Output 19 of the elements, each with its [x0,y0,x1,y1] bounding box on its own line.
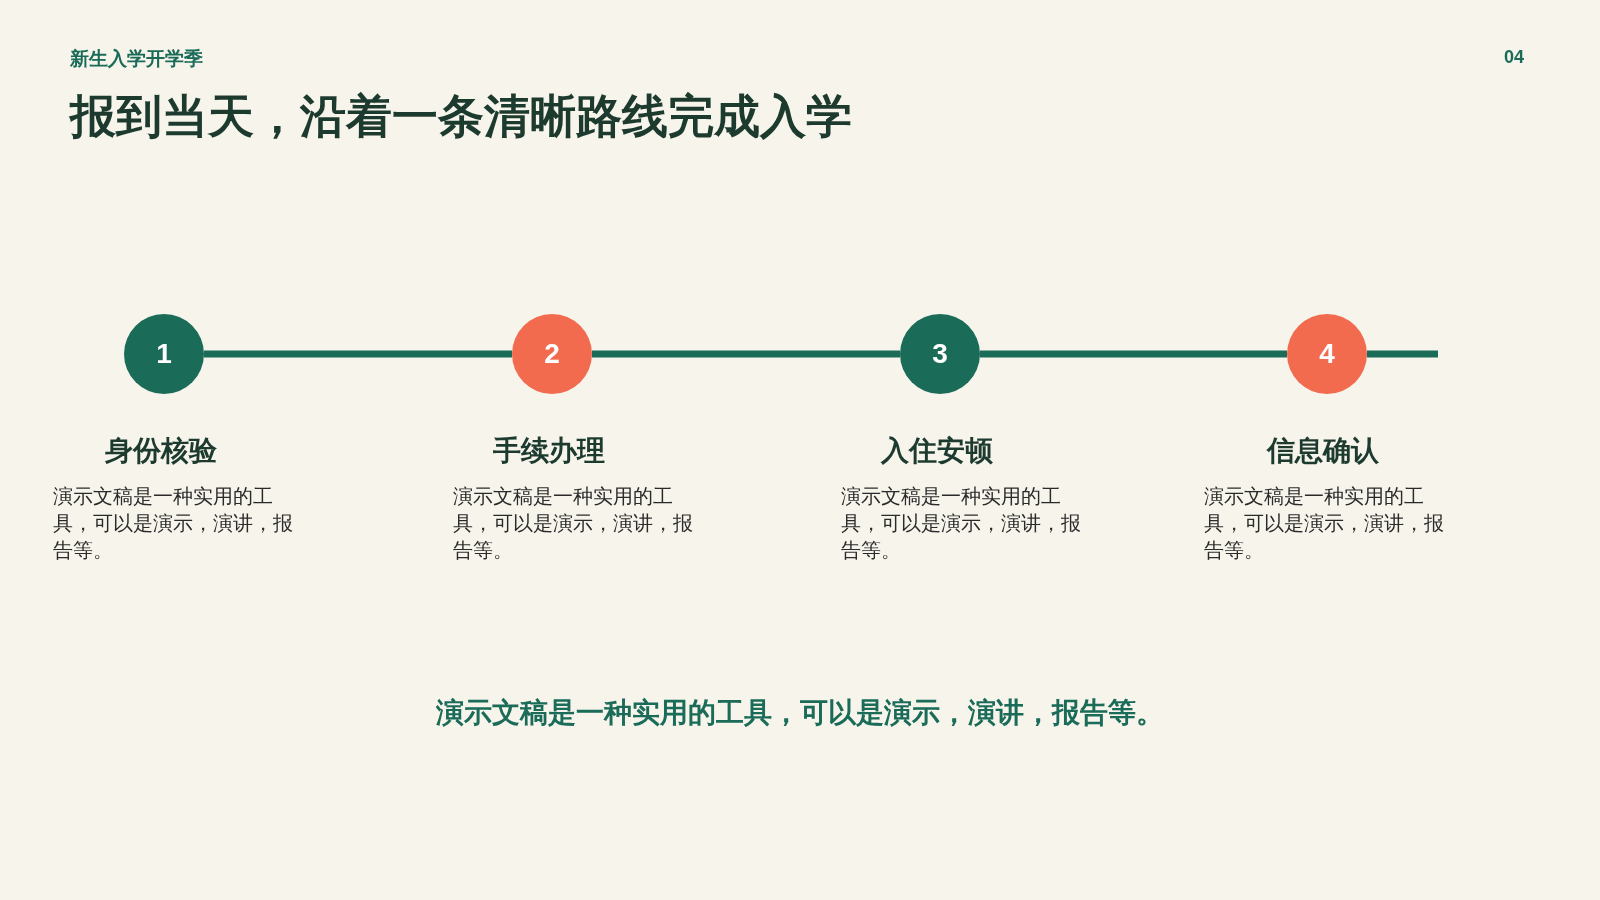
connector-line [980,350,1287,358]
connector-line [592,350,900,358]
step-heading: 手续办理 [493,434,605,468]
step-description: 演示文稿是一种实用的工具，可以是演示，演讲，报告等。 [53,484,293,563]
page-number: 04 [1503,47,1524,68]
step-heading: 信息确认 [1267,434,1379,468]
subtitle: 新生入学开学季 [70,47,203,71]
step-description: 演示文稿是一种实用的工具，可以是演示，演讲，报告等。 [841,484,1081,563]
summary-text: 演示文稿是一种实用的工具，可以是演示，演讲，报告等。 [435,696,1165,730]
step-heading: 入住安顿 [881,434,993,468]
step-number: 1 [156,338,172,370]
connector-line [204,350,512,358]
step-number: 2 [544,338,560,370]
step-description: 演示文稿是一种实用的工具，可以是演示，演讲，报告等。 [1204,484,1444,563]
step-number: 4 [1319,338,1335,370]
step-number: 3 [932,338,948,370]
title: 报到当天，沿着一条清晰路线完成入学 [70,89,852,144]
step-heading: 身份核验 [105,434,217,468]
step-description: 演示文稿是一种实用的工具，可以是演示，演讲，报告等。 [453,484,693,563]
